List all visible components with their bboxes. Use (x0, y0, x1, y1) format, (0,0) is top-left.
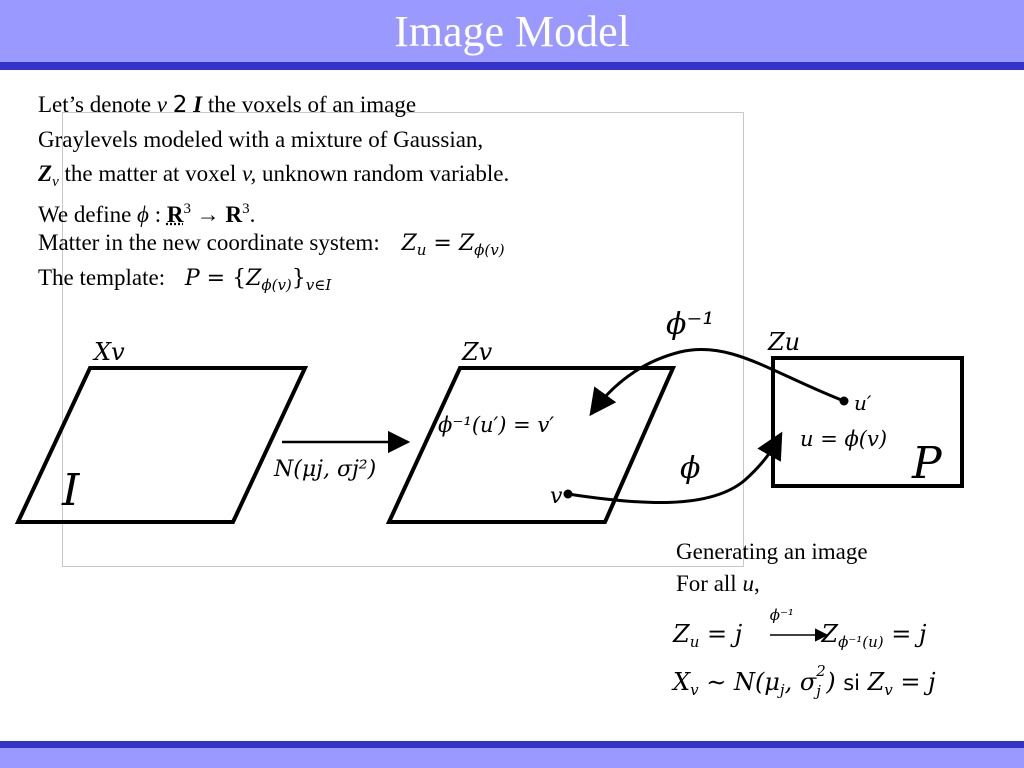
matter-symbol: Z (38, 161, 53, 186)
slide-title: Image Model (394, 7, 630, 56)
voxel-label: v (550, 484, 563, 509)
template-label: P (911, 438, 943, 489)
superscript: 3 (242, 200, 250, 217)
voxel-symbol: v, (242, 161, 257, 186)
image-parallelogram (14, 366, 309, 524)
reals-symbol: R (225, 201, 243, 227)
template-equation: P = {Zϕ(v)}v∈I (184, 265, 332, 294)
matter-parallelogram (385, 366, 677, 524)
math-run: X (673, 668, 691, 696)
bullet-list: Let’s denote v 2 I the voxels of an imag… (38, 88, 509, 295)
math-sub: v∈I (305, 275, 332, 294)
math-run: Z (813, 620, 839, 648)
math-run: P (184, 265, 200, 291)
math-sub: v (690, 681, 699, 699)
si-word: si (843, 671, 860, 695)
title-bar (0, 0, 1024, 70)
phi-symbol: ϕ (137, 201, 149, 227)
math-run: = (426, 231, 459, 256)
bullet-line-4: We define ϕ : R3 → R3. (38, 192, 509, 227)
math-sub: ϕ(v) (474, 241, 505, 259)
bullet-line-3: Zv the matter at voxel v, unknown random… (38, 157, 509, 192)
image-label: I (61, 465, 81, 516)
math-run: , σ (784, 668, 817, 696)
inverse-map-equation: ϕ⁻¹(u′) = v′ (438, 413, 554, 437)
bullet-line-6: The template: P = {Zϕ(v)}v∈I (38, 261, 509, 296)
math-run: Z (673, 620, 690, 648)
reals-symbol: R (166, 201, 184, 227)
overset-label: ϕ⁻¹ (769, 606, 794, 624)
text-run: : (148, 201, 167, 227)
math-run: = j (883, 620, 927, 648)
generation-equation-1: Zu = j ϕ⁻¹ Zϕ⁻¹(u) = j (673, 606, 927, 651)
arrow-symbol: → (190, 201, 226, 227)
math-run: = j (892, 668, 936, 696)
generation-heading: Generating an image (676, 539, 868, 564)
phi-label: ϕ (680, 451, 700, 486)
math-sub: j (779, 681, 785, 699)
u-equation: u = ϕ(v) (800, 427, 887, 451)
math-run: ∼ N(μ (698, 668, 780, 696)
math-run: ) (826, 668, 844, 696)
text-run: Matter in the new coordinate system: (38, 230, 380, 255)
xv-label: Xv (92, 338, 125, 366)
math-sup: 2 (816, 662, 826, 680)
subscript: v (52, 174, 59, 190)
math-run: Z (458, 231, 475, 256)
text-run: the matter at voxel (58, 161, 243, 186)
phi-inverse-label: ϕ⁻¹ (666, 307, 714, 342)
zv-label: Zv (461, 338, 493, 366)
generation-text: Generating an image For all u, (676, 536, 868, 600)
text-run: . (249, 201, 256, 227)
zu-label: Zu (767, 328, 800, 356)
math-run: Z (859, 668, 885, 696)
template-box (771, 356, 964, 488)
text-run: unknown random variable. (256, 161, 510, 186)
math-sub: j (816, 682, 821, 700)
superscript: 3 (183, 200, 191, 217)
bullet-line-1: Let’s denote v 2 I the voxels of an imag… (38, 88, 509, 123)
math-sub: v (884, 681, 893, 699)
text-run: Let’s denote (38, 92, 157, 117)
element-of-symbol: 2 (172, 92, 188, 118)
coordinate-equation: Zu = Zϕ(v) (401, 231, 505, 259)
voxel-symbol: v (156, 92, 168, 117)
math-run: = j (699, 620, 750, 648)
math-run: Z (401, 231, 417, 256)
image-symbol: I (193, 92, 203, 117)
gaussian-label: N(μj, σj²) (273, 457, 376, 482)
text-run: We define (38, 201, 138, 227)
u-symbol: u (742, 571, 754, 596)
math-run: } (291, 265, 306, 291)
footer-bar (0, 741, 1024, 768)
text-run: The template: (38, 264, 166, 290)
bullet-line-2: Graylevels modeled with a mixture of Gau… (38, 126, 484, 152)
text-run: , (753, 571, 760, 596)
u-prime-label: u′ (854, 391, 872, 415)
math-sub: ϕ⁻¹(u) (838, 633, 884, 651)
math-run: Z (246, 265, 262, 291)
bullet-line-5: Matter in the new coordinate system: Zu … (38, 226, 509, 261)
math-sub: u (689, 633, 700, 651)
text-run: the voxels of an image (202, 92, 417, 117)
math-run: = { (199, 265, 247, 291)
math-sub: u (416, 241, 427, 259)
math-sub: ϕ(v) (261, 275, 292, 294)
figure-frame (62, 112, 744, 567)
phi-inverse-arrow (589, 347, 845, 417)
phi-arrow (567, 431, 783, 505)
text-run: For all (676, 571, 743, 596)
generation-for-all: For all u, (676, 568, 868, 600)
